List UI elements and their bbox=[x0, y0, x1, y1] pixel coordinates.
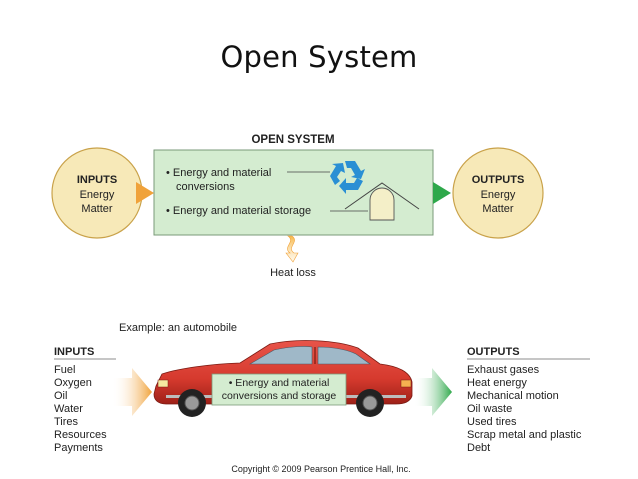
output-arrow-icon bbox=[433, 182, 451, 204]
example-inputs-title: INPUTS bbox=[54, 346, 94, 358]
car-process-line1: • Energy and material bbox=[229, 377, 330, 389]
list-item: Oil waste bbox=[467, 403, 512, 415]
inputs-matter: Matter bbox=[81, 203, 113, 215]
list-item: Heat energy bbox=[467, 377, 527, 389]
box-item-storage: • Energy and material storage bbox=[166, 205, 311, 217]
outputs-title: OUTPUTS bbox=[472, 174, 525, 186]
example-caption: Example: an automobile bbox=[119, 322, 237, 334]
outputs-circle bbox=[452, 147, 544, 239]
heat-loss-label: Heat loss bbox=[270, 267, 316, 279]
list-item: Oxygen bbox=[54, 377, 92, 389]
open-system-header: OPEN SYSTEM bbox=[251, 134, 334, 146]
box-item-conversions-line2: conversions bbox=[176, 181, 235, 193]
list-item: Resources bbox=[54, 429, 107, 441]
list-item: Tires bbox=[54, 416, 79, 428]
heat-loss-arrow-icon bbox=[285, 235, 299, 263]
outputs-matter: Matter bbox=[482, 203, 514, 215]
list-item: Oil bbox=[54, 390, 67, 402]
outputs-energy: Energy bbox=[481, 189, 516, 201]
inputs-title: INPUTS bbox=[77, 174, 117, 186]
copyright-notice: Copyright © 2009 Pearson Prentice Hall, … bbox=[231, 464, 410, 474]
inputs-energy: Energy bbox=[80, 189, 115, 201]
car-output-arrow-icon bbox=[414, 368, 452, 416]
example-outputs-title: OUTPUTS bbox=[467, 346, 520, 358]
list-item: Used tires bbox=[467, 416, 517, 428]
car-input-arrow-icon bbox=[112, 368, 152, 416]
list-item: Debt bbox=[467, 442, 490, 454]
input-arrow-icon bbox=[136, 182, 154, 204]
recycle-icon bbox=[330, 161, 365, 194]
storage-house-icon bbox=[344, 182, 420, 221]
list-item: Payments bbox=[54, 442, 103, 454]
example-inputs-list: Fuel Oxygen Oil Water Tires Resources Pa… bbox=[54, 364, 107, 454]
list-item: Fuel bbox=[54, 364, 75, 376]
car-process-line2: conversions and storage bbox=[222, 390, 337, 402]
box-item-conversions-line1: • Energy and material bbox=[166, 167, 271, 179]
car-process-box bbox=[211, 373, 347, 406]
list-item: Mechanical motion bbox=[467, 390, 559, 402]
list-item: Exhaust gases bbox=[467, 364, 540, 376]
list-item: Scrap metal and plastic bbox=[467, 429, 582, 441]
list-item: Water bbox=[54, 403, 83, 415]
slide-title: Open System bbox=[220, 40, 418, 74]
example-outputs-list: Exhaust gases Heat energy Mechanical mot… bbox=[467, 364, 582, 454]
